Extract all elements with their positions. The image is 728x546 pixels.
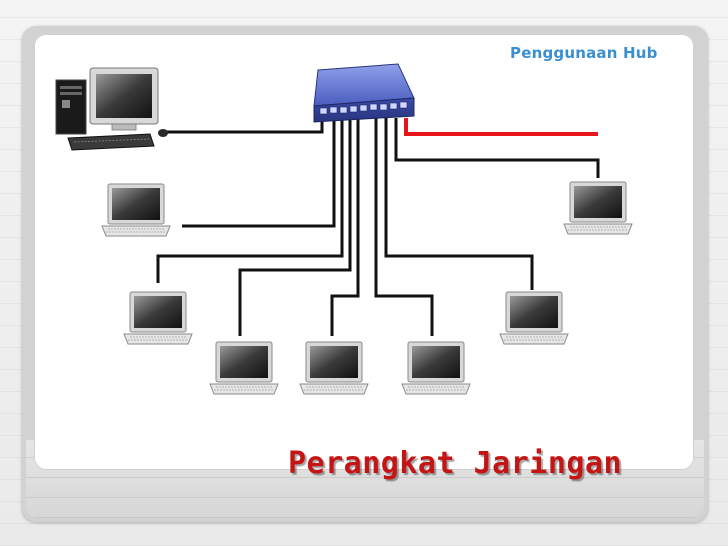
laptop-icon bbox=[401, 341, 471, 395]
cable-laptop-left-lower bbox=[156, 118, 344, 283]
cable-laptop-mid-center bbox=[330, 118, 360, 336]
laptop-icon bbox=[299, 341, 369, 395]
cable-laptop-left-upper bbox=[182, 118, 336, 228]
diagram-panel bbox=[34, 34, 694, 470]
cables bbox=[156, 118, 600, 336]
laptop-icon bbox=[499, 291, 569, 345]
laptop-icon bbox=[563, 181, 633, 235]
laptop-icon bbox=[123, 291, 193, 345]
cable-laptop-right-upper bbox=[394, 118, 600, 178]
desktop-computer-icon bbox=[55, 67, 168, 151]
cable-laptop-right-lower bbox=[384, 118, 534, 290]
cable-laptop-mid-left bbox=[238, 118, 352, 336]
uplink-cable bbox=[404, 118, 598, 136]
hub-network-diagram bbox=[55, 63, 633, 395]
laptop-icon bbox=[101, 183, 171, 237]
cable-desktop bbox=[160, 118, 324, 134]
cable-laptop-mid-right bbox=[374, 118, 434, 336]
slide-title: Perangkat Jaringan bbox=[288, 446, 623, 481]
laptop-icon bbox=[209, 341, 279, 395]
diagram-subtitle: Penggunaan Hub bbox=[510, 44, 658, 62]
hub-icon bbox=[313, 63, 415, 123]
